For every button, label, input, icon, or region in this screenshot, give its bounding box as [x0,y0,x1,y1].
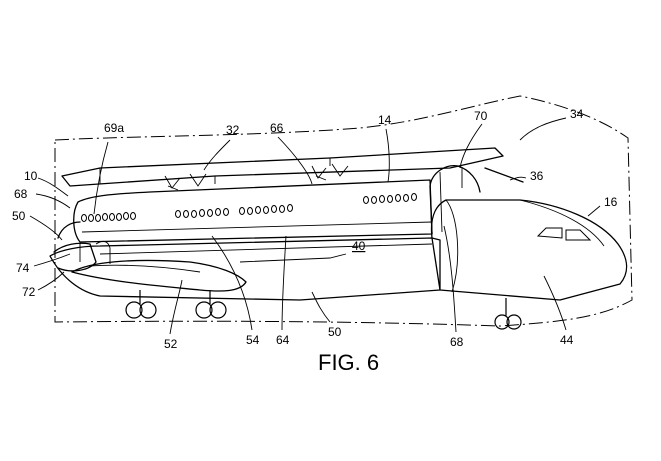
ref-label-44: 50 [12,209,26,223]
cockpit-window-2 [565,229,592,241]
cabin-windows [81,193,417,222]
ref-label-32: 32 [226,123,240,137]
main-landing-gear [125,290,227,319]
bracket-left [164,173,207,191]
ref-label-42: 44 [560,333,574,347]
ref-label-69a: 69a [104,121,124,135]
ref-label-10: 10 [24,169,38,183]
ref-label-54: 54 [246,333,260,347]
wing [71,259,247,292]
ref-label-64: 64 [276,333,290,347]
bracket-right [311,163,349,181]
ref-label-36: 36 [530,169,544,183]
ref-label-40: 40 [352,239,366,253]
ref-label-70: 70 [474,109,488,123]
nose-section [430,199,628,301]
cable-36 [484,167,524,183]
ref-label-16: 16 [604,195,618,209]
ref-label-34: 34 [570,107,584,121]
ref-label-14: 14 [378,113,392,127]
ref-label-66: 66 [270,121,284,135]
leader-lines [29,117,601,335]
nose-landing-gear [494,298,522,330]
figure-caption: FIG. 6 [318,350,379,375]
front-frame [429,165,481,235]
roof-panel [61,147,504,187]
cabin-module [73,179,433,243]
ref-label-74: 74 [16,261,30,275]
ref-label-68-bottom: 68 [450,335,464,349]
ref-label-52: 52 [164,337,178,351]
tail-opening [53,221,97,272]
ref-label-50: 50 [328,325,342,339]
ref-label-68-left: 68 [14,187,28,201]
cockpit-window-1 [536,227,563,239]
boundary-outline [54,95,633,327]
fuselage-lower [49,237,441,301]
ref-label-72: 72 [22,285,36,299]
